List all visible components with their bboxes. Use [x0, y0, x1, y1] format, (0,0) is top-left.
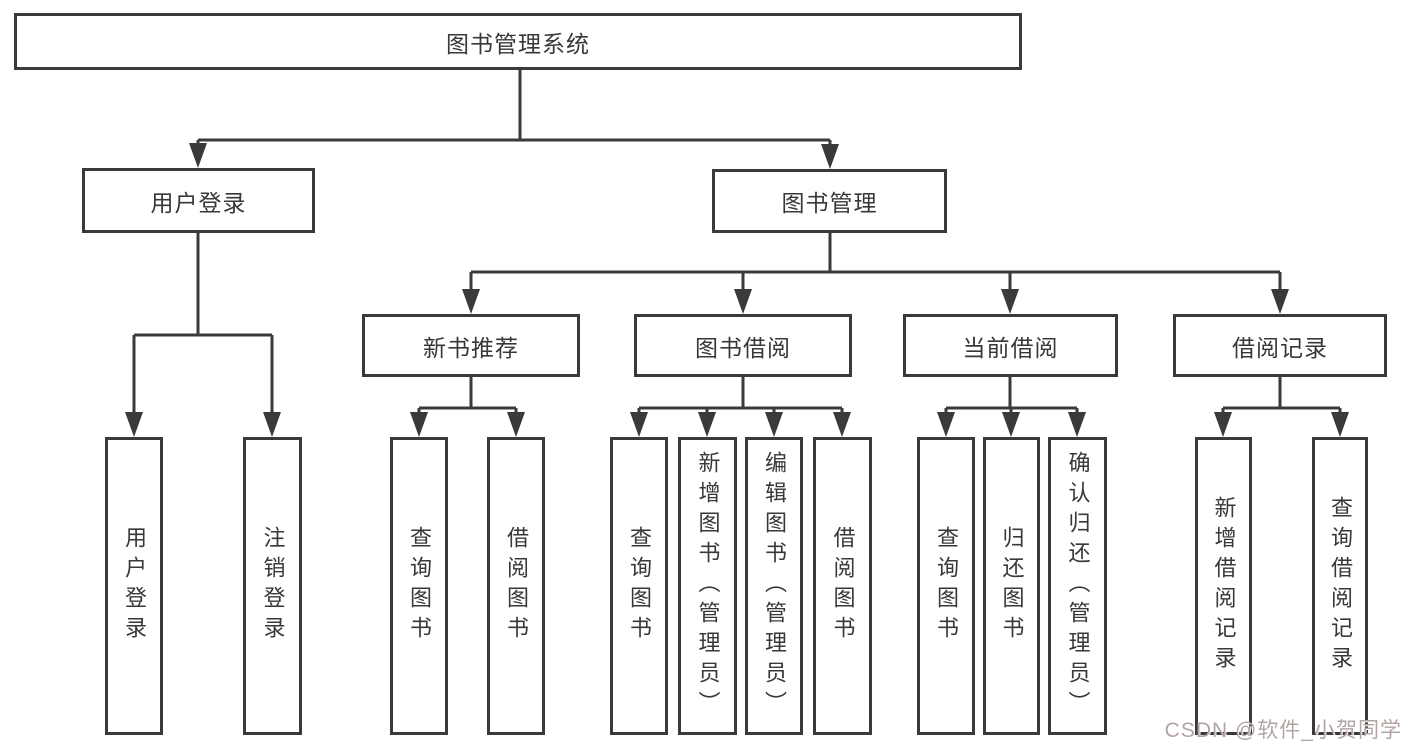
- node-label: 新书推荐: [423, 334, 519, 361]
- node-label: 当前借阅: [962, 334, 1059, 361]
- leaf-label: 归还图书: [999, 526, 1025, 646]
- arrowhead: [1271, 289, 1289, 314]
- leaf-edit-books-admin: 编辑图书（管理员）: [745, 437, 803, 735]
- node-book-management: 图书管理: [712, 169, 947, 233]
- arrowhead: [630, 412, 648, 437]
- node-label: 图书借阅: [695, 334, 791, 361]
- arrowhead: [189, 143, 207, 168]
- leaf-label: 借阅图书: [830, 526, 856, 646]
- node-label: 图书管理: [781, 190, 878, 216]
- edge-current-borrowing-to-leaves: [944, 377, 1079, 419]
- node-borrowing-records: 借阅记录: [1173, 314, 1387, 377]
- arrowhead: [462, 289, 480, 314]
- arrowhead: [1214, 412, 1232, 437]
- leaf-query-books-recommend: 查询图书: [390, 437, 448, 735]
- edge-borrowing-records-to-leaves: [1221, 377, 1342, 419]
- leaf-label: 查询图书: [934, 526, 959, 646]
- leaf-label: 查询图书: [407, 526, 432, 646]
- node-library-management-system: 图书管理系统: [14, 13, 1022, 70]
- arrowhead: [125, 412, 143, 437]
- leaf-label: 编辑图书（管理员）: [762, 451, 787, 721]
- leaf-label: 新增借阅记录: [1211, 496, 1237, 676]
- leaf-query-borrow-record: 查询借阅记录: [1312, 437, 1368, 735]
- arrowhead: [1068, 412, 1086, 437]
- arrowhead: [507, 412, 525, 437]
- arrowhead: [821, 144, 839, 169]
- arrowhead: [1001, 289, 1019, 314]
- edge-book-borrowing-to-leaves: [637, 377, 844, 419]
- edge-user-login-to-leaves: [132, 233, 274, 419]
- arrowhead: [410, 412, 428, 437]
- node-label: 借阅记录: [1232, 334, 1328, 361]
- arrowhead: [1331, 412, 1349, 437]
- leaf-add-books-admin: 新增图书（管理员）: [678, 437, 737, 735]
- arrowhead: [734, 289, 752, 314]
- csdn-watermark: CSDN @软件_小贺同学: [1164, 719, 1402, 742]
- arrowhead: [833, 412, 851, 437]
- leaf-confirm-return-admin: 确认归还（管理员）: [1048, 437, 1107, 735]
- leaf-query-books-current: 查询图书: [917, 437, 975, 735]
- leaf-borrow-books-recommend: 借阅图书: [487, 437, 545, 735]
- edge-root-to-level2: [196, 70, 832, 149]
- arrowhead: [698, 412, 716, 437]
- leaf-add-borrow-record: 新增借阅记录: [1195, 437, 1252, 735]
- leaf-label: 确认归还（管理员）: [1065, 451, 1091, 721]
- node-book-borrowing: 图书借阅: [634, 314, 852, 377]
- arrowhead: [937, 412, 955, 437]
- leaf-label: 新增图书（管理员）: [695, 451, 721, 721]
- leaf-label: 借阅图书: [504, 526, 529, 646]
- edge-new-book-recommendation-to-leaves: [417, 377, 518, 419]
- node-label: 用户登录: [150, 189, 247, 216]
- leaf-return-books: 归还图书: [983, 437, 1040, 735]
- leaf-label: 查询借阅记录: [1328, 496, 1353, 676]
- node-current-borrowing: 当前借阅: [903, 314, 1118, 377]
- leaf-label: 查询图书: [627, 526, 652, 646]
- leaf-query-books-borrow: 查询图书: [610, 437, 668, 735]
- leaf-label: 注销登录: [260, 526, 286, 646]
- node-new-book-recommendation: 新书推荐: [362, 314, 580, 377]
- arrowhead: [1002, 412, 1020, 437]
- leaf-user-login: 用户登录: [105, 437, 163, 735]
- leaf-label: 用户登录: [122, 526, 147, 646]
- leaf-borrow-books: 借阅图书: [813, 437, 872, 735]
- node-label: 图书管理系统: [446, 30, 590, 57]
- edge-book-management-to-level3: [469, 233, 1282, 296]
- leaf-logout: 注销登录: [243, 437, 302, 735]
- node-user-login: 用户登录: [82, 168, 315, 233]
- arrowhead: [263, 412, 281, 437]
- arrowhead: [765, 412, 783, 437]
